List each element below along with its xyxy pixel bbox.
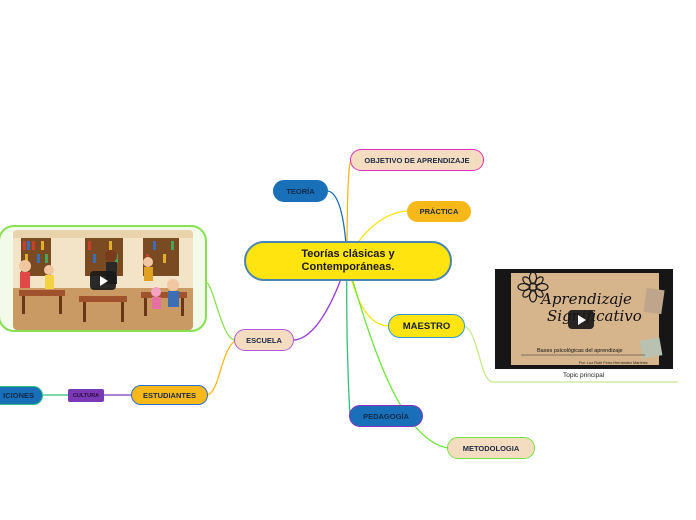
node-escuela[interactable]: ESCUELA	[234, 329, 294, 351]
node-cultura[interactable]: CULTURA	[68, 389, 104, 402]
video-author: Por: Luz Ruth Ferro Hernández Martínez	[579, 361, 648, 365]
video-node-aprendizaje[interactable]: Aprendizaje Significativo Bases psicológ…	[483, 266, 678, 383]
play-icon[interactable]	[90, 271, 116, 290]
video-thumbnail-classroom[interactable]	[13, 230, 193, 330]
video-thumbnail-aprendizaje[interactable]: Aprendizaje Significativo Bases psicológ…	[495, 269, 673, 369]
video-caption: Topic principal	[563, 372, 605, 379]
node-objetivo-aprendizaje[interactable]: OBJETIVO DE APRENDIZAJE	[350, 149, 484, 171]
central-topic-line1: Teorías clásicas y	[301, 248, 395, 260]
video-subtitle: Bases psicológicas del aprendizaje	[537, 348, 623, 354]
node-teoria[interactable]: TEORÍA	[273, 180, 328, 202]
video-title-line1: Aprendizaje	[541, 290, 632, 308]
flower-icon	[517, 271, 549, 303]
link-metodologia	[346, 260, 449, 449]
link-pedagogia	[346, 260, 351, 417]
node-estudiantes[interactable]: ESTUDIANTES	[131, 385, 208, 405]
link-estudiantes	[205, 339, 237, 396]
node-pedagogia[interactable]: PEDAGOGÍA	[349, 405, 423, 427]
node-practica[interactable]: PRÁCTICA	[407, 201, 471, 222]
link-video-left	[205, 281, 237, 341]
link-video-right	[463, 325, 678, 383]
central-topic[interactable]: Teorías clásicas y Contemporáneas.	[244, 241, 452, 281]
video-node-classroom[interactable]	[0, 225, 207, 332]
node-maestro[interactable]: MAESTRO	[388, 314, 465, 338]
central-topic-line2: Contemporáneas.	[301, 261, 395, 273]
play-icon[interactable]	[568, 310, 594, 329]
node-relaciones[interactable]: ICIONES	[0, 386, 43, 405]
node-metodologia[interactable]: METODOLOGIA	[447, 437, 535, 459]
